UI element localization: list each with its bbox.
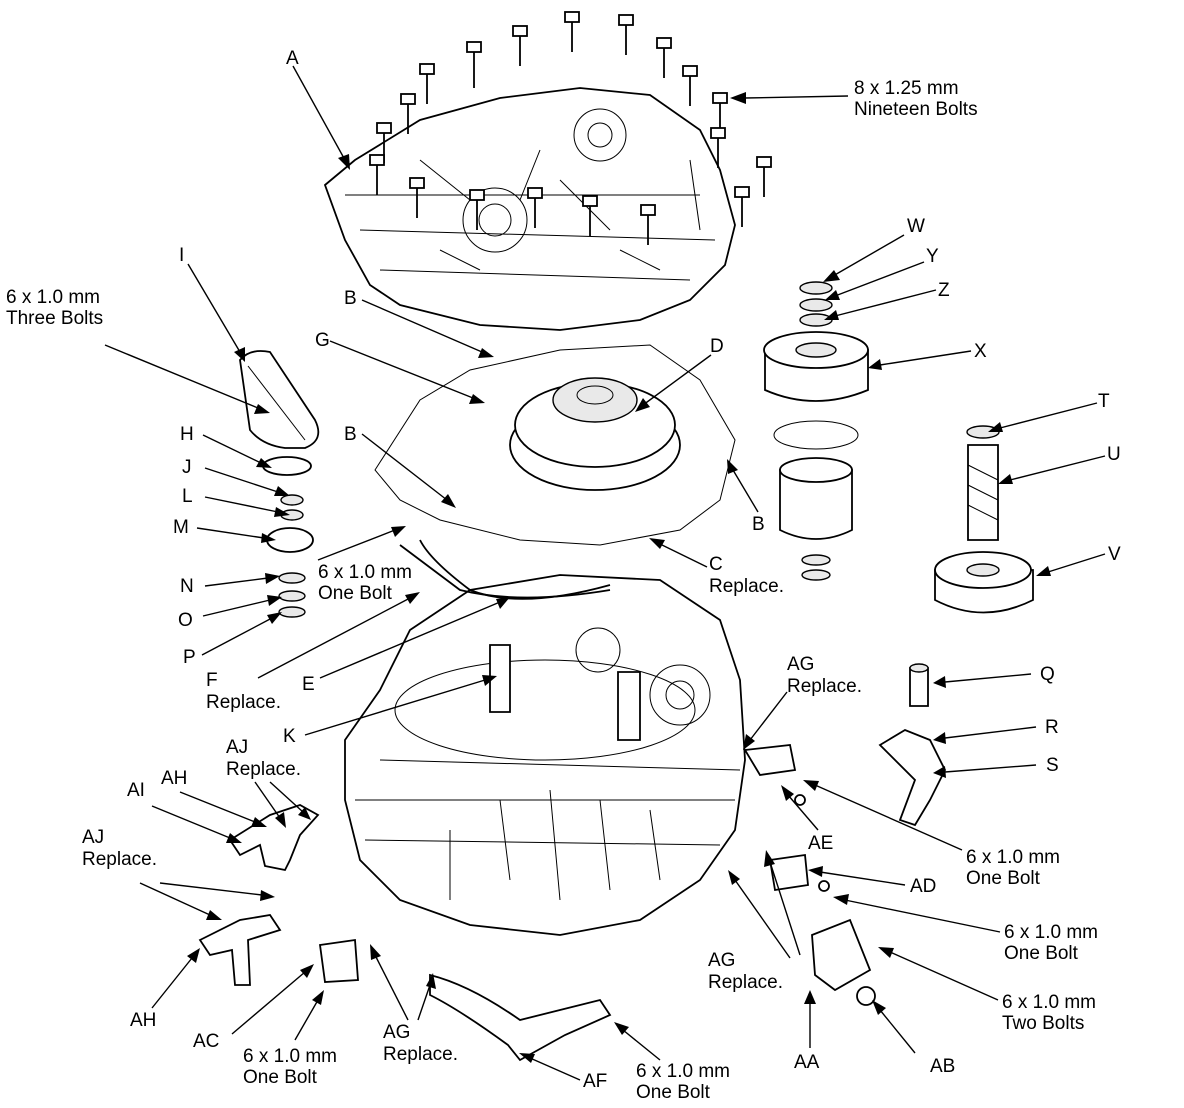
callout-label-J: J — [182, 457, 192, 478]
shift-fork-drawing — [878, 663, 947, 827]
callout-label-O: O — [178, 610, 193, 631]
callout-label-V: V — [1108, 544, 1121, 565]
callout-label-P: P — [183, 647, 196, 668]
callout-label-Q: Q — [1040, 664, 1055, 685]
callout-label-AA: AA — [794, 1052, 820, 1073]
callout-label-AB: AB — [930, 1056, 955, 1077]
callout-label-R: R — [1045, 717, 1059, 738]
oil-pump-chain-drawing — [239, 350, 320, 449]
callout-label-H: H — [180, 424, 194, 445]
callout-label-K: K — [283, 726, 296, 747]
callout-label-A: A — [286, 48, 299, 69]
callout-label-L: L — [182, 486, 193, 507]
transmission-case-drawing — [344, 539, 746, 936]
callout-label-Z: Z — [938, 280, 950, 301]
sprocket-washers-drawing — [262, 456, 314, 618]
callout-label-B-left: B — [344, 424, 357, 445]
callout-label-B-top: B — [344, 288, 357, 309]
differential-assembly-drawing — [509, 377, 681, 491]
callout-label-AD: AD — [910, 876, 936, 897]
callout-label-AH-upper: AH — [161, 768, 187, 789]
callout-label-AC: AC — [193, 1031, 219, 1052]
callout-label-T: T — [1098, 391, 1110, 412]
case-gasket-drawing — [374, 344, 736, 546]
callout-label-D: D — [710, 336, 724, 357]
callout-label-U: U — [1107, 444, 1121, 465]
callout-label-AH-lower: AH — [130, 1010, 156, 1031]
callout-label-AE: AE — [808, 833, 833, 854]
top-housing-bolts — [369, 11, 772, 245]
secondary-shaft-drawing — [934, 425, 1034, 614]
callout-label-X: X — [974, 341, 987, 362]
callout-label-B-right: B — [752, 514, 765, 535]
callout-label-I: I — [179, 245, 184, 266]
clutch-drum-drawing — [763, 281, 869, 581]
callout-label-Y: Y — [926, 246, 939, 267]
callout-label-S: S — [1046, 755, 1059, 776]
callout-label-W: W — [907, 216, 925, 237]
leader-lines — [104, 65, 1106, 1081]
callout-label-E: E — [302, 674, 315, 695]
callout-label-AF: AF — [583, 1071, 607, 1092]
callout-label-M: M — [173, 517, 189, 538]
callout-label-AI: AI — [127, 780, 145, 801]
sensors-and-pipes-drawing — [198, 544, 876, 1062]
callout-label-G: G — [315, 330, 330, 351]
callout-label-N: N — [180, 576, 194, 597]
